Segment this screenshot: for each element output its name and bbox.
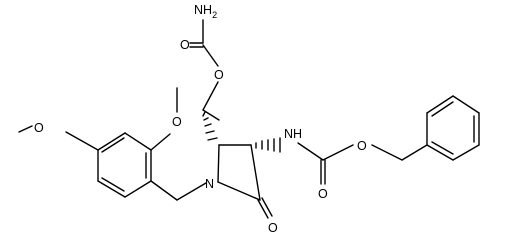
nh-label-amide: NH xyxy=(284,127,302,141)
nitrogen-label-ring: N xyxy=(205,177,214,191)
nh2-label: NH2 xyxy=(194,3,217,20)
bond xyxy=(426,95,454,114)
oxygen-label-methoxy-top: O xyxy=(172,115,182,129)
hash-line xyxy=(204,123,212,127)
bond xyxy=(202,44,219,67)
bond xyxy=(217,181,261,201)
hash-line xyxy=(205,130,215,134)
bond xyxy=(426,144,454,161)
oxygen-label-methoxy-left: O xyxy=(34,121,44,135)
atom-labels: NH2 O O O O N O NH O O xyxy=(34,3,367,235)
bond xyxy=(257,199,269,219)
bond xyxy=(124,132,152,151)
bond xyxy=(150,133,171,151)
bond xyxy=(261,197,273,217)
bond xyxy=(176,182,207,201)
hash-line xyxy=(202,111,206,117)
oxygen-label-carbamate-carbonyl: O xyxy=(180,38,190,52)
oxygen-label-carbamate-ester: O xyxy=(214,68,224,82)
hashed-wedge-nh xyxy=(255,137,281,153)
bond xyxy=(18,125,33,133)
bond xyxy=(431,141,454,155)
bond xyxy=(97,180,126,198)
bond xyxy=(297,142,324,161)
bond xyxy=(371,144,403,161)
hash-line xyxy=(207,137,218,141)
bond xyxy=(202,81,219,111)
oxygen-label-cbz-carbonyl: O xyxy=(318,187,328,201)
bond xyxy=(202,109,220,121)
bond xyxy=(124,180,152,198)
bond xyxy=(322,144,354,161)
bond xyxy=(101,177,125,192)
bond xyxy=(97,132,126,151)
bond xyxy=(150,180,178,201)
bond xyxy=(401,144,428,161)
bond-lines xyxy=(18,19,480,219)
bond xyxy=(452,144,480,161)
bond xyxy=(65,131,99,151)
bond xyxy=(431,101,454,117)
oxygen-label-lactam: O xyxy=(268,221,278,235)
bond xyxy=(101,137,125,153)
oxygen-label-cbz-ester: O xyxy=(357,139,367,153)
bond xyxy=(217,144,220,183)
hashed-wedge-ch2 xyxy=(202,111,218,141)
hash-line xyxy=(203,117,209,121)
bond xyxy=(250,144,261,201)
bond xyxy=(452,95,480,114)
